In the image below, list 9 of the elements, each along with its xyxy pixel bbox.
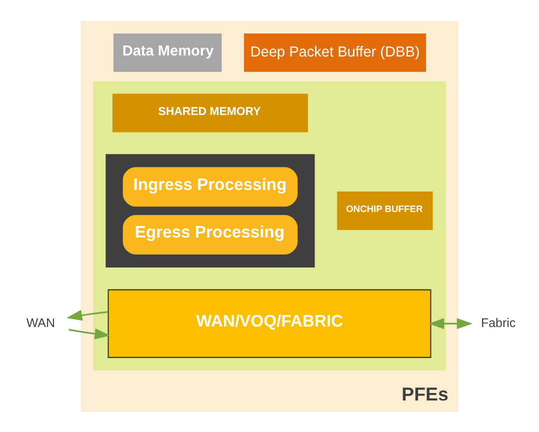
arrow: [68, 328, 110, 339]
node-box: Ingress Processing Egress Processing: [106, 154, 315, 267]
node-box: SHARED MEMORY: [112, 93, 308, 132]
node-box: ONCHIP BUFFER: [337, 191, 433, 230]
node-text: WAN: [26, 315, 55, 330]
node-text: Fabric: [480, 315, 516, 330]
node-box: Deep Packet Buffer (DBB): [244, 32, 426, 72]
node-box: Data Memory: [113, 32, 222, 72]
node-box: WAN/VOQ/FABRIC: [108, 288, 432, 358]
